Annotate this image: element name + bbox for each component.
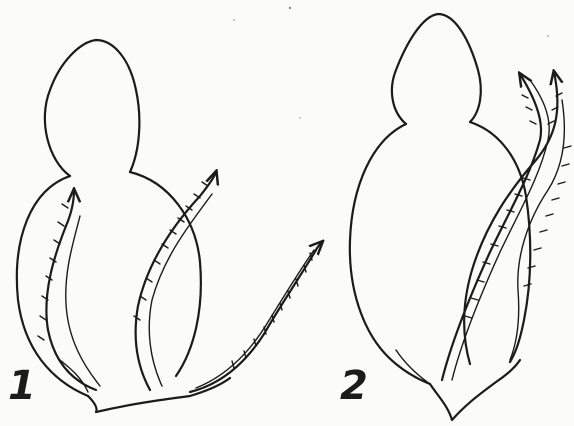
figure-1-right-tube-inner xyxy=(196,250,314,388)
figure-1-hairs xyxy=(38,182,312,368)
figure-1-body-right xyxy=(130,172,201,376)
figure-2-body-right xyxy=(470,122,530,362)
paper-specks xyxy=(233,7,549,119)
figure-2-body xyxy=(350,124,430,384)
figure-2-base-bract xyxy=(430,360,520,420)
figure-1-right-tube xyxy=(190,242,322,392)
figure-2-number: 2 xyxy=(340,366,368,406)
figure-2-right-tube xyxy=(464,72,557,364)
figure-2-upper-lobe xyxy=(392,14,481,124)
figure-2-right-tube-inner xyxy=(510,100,564,360)
figure-2-left-tube xyxy=(442,74,541,380)
figure-1-middle-tube-inner xyxy=(149,194,212,386)
figure-1-left-tube xyxy=(46,190,96,390)
figure-1-number: 1 xyxy=(8,366,36,406)
figure-1-left-tube-inner xyxy=(66,216,100,386)
figure-1-upper-lobe xyxy=(45,40,140,176)
figure-1-drawing xyxy=(17,40,322,412)
figure-2-drawing xyxy=(350,14,571,420)
figure-1-base-bract xyxy=(88,378,230,412)
